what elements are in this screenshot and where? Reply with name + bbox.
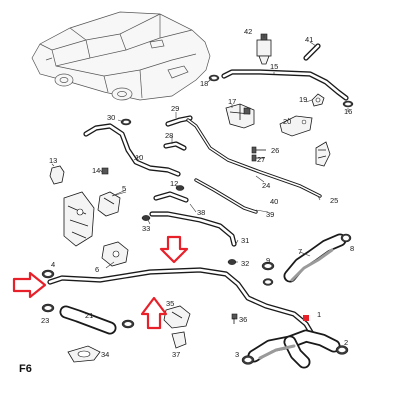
part-36-bolt bbox=[231, 313, 238, 324]
part-5-bracket bbox=[97, 191, 121, 217]
callout-15: 15 bbox=[270, 62, 278, 71]
callout-21: 21 bbox=[85, 311, 93, 320]
part-bracket-k bbox=[315, 141, 331, 167]
callout-labels: 42 41 15 18 16 19 17 20 29 28 30 27 26 1… bbox=[19, 27, 354, 375]
hose-31 bbox=[149, 211, 237, 247]
callout-35: 35 bbox=[166, 299, 174, 308]
callout-18: 18 bbox=[200, 79, 208, 88]
hose-10 bbox=[83, 123, 181, 177]
highlight-arrow-right bbox=[12, 271, 47, 299]
callout-37: 37 bbox=[172, 350, 180, 359]
callout-28: 28 bbox=[165, 131, 173, 140]
part-34-clip bbox=[67, 345, 101, 363]
hose-15 bbox=[221, 69, 349, 101]
clamp-16 bbox=[342, 100, 354, 108]
coolant-pipe-main bbox=[186, 118, 322, 198]
callout-5: 5 bbox=[122, 184, 126, 193]
part-27-bolt bbox=[251, 154, 264, 162]
clamp-19 bbox=[311, 93, 325, 107]
callout-3: 3 bbox=[235, 350, 239, 359]
callout-33: 33 bbox=[142, 224, 150, 233]
highlight-arrow-down bbox=[159, 235, 189, 264]
highlight-marker bbox=[303, 315, 309, 321]
callout-42: 42 bbox=[244, 27, 252, 36]
callout-30: 30 bbox=[107, 113, 115, 122]
callout-32: 32 bbox=[241, 259, 249, 268]
callout-34: 34 bbox=[101, 350, 109, 359]
callout-20: 20 bbox=[283, 117, 291, 126]
callout-8: 8 bbox=[350, 244, 354, 253]
callout-1: 1 bbox=[317, 310, 321, 319]
callout-40: 40 bbox=[270, 197, 278, 206]
clamp-23 bbox=[41, 303, 55, 313]
callout-36: 36 bbox=[239, 315, 247, 324]
callout-39: 39 bbox=[266, 210, 274, 219]
part-20-bracket bbox=[279, 115, 313, 137]
coolant-pipe-39 bbox=[194, 178, 258, 214]
callout-31: 31 bbox=[241, 236, 249, 245]
hose-29 bbox=[165, 115, 193, 127]
hose-38 bbox=[153, 191, 189, 203]
part-42-sealant-tube bbox=[256, 33, 272, 65]
part-37-bracket bbox=[171, 331, 187, 349]
leader-lines bbox=[51, 34, 349, 269]
clamp-33 bbox=[141, 215, 151, 221]
callout-25: 25 bbox=[330, 196, 338, 205]
part-14-bolt bbox=[101, 167, 109, 175]
callout-12: 12 bbox=[170, 179, 178, 188]
clamp-8 bbox=[261, 261, 275, 271]
part-6-bracket bbox=[101, 241, 129, 267]
hose-7 bbox=[283, 233, 352, 283]
callout-7: 7 bbox=[298, 247, 302, 256]
callout-17: 17 bbox=[228, 97, 236, 106]
callout-26: 26 bbox=[271, 146, 279, 155]
part-35-bracket bbox=[163, 305, 191, 329]
callout-16: 16 bbox=[344, 107, 352, 116]
callout-2: 2 bbox=[344, 338, 348, 347]
callout-4: 4 bbox=[51, 260, 55, 269]
callout-27: 27 bbox=[257, 155, 265, 164]
hose-41 bbox=[303, 43, 321, 61]
part-26-bolt bbox=[251, 146, 266, 154]
highlight-arrow-up bbox=[140, 296, 168, 330]
callout-9: 9 bbox=[266, 256, 270, 265]
hose-21 bbox=[59, 305, 117, 335]
hose-28 bbox=[163, 141, 187, 151]
clamp-12 bbox=[175, 185, 185, 191]
main-heater-hose bbox=[47, 267, 315, 337]
part-17-bracket bbox=[225, 103, 255, 129]
clamp-9 bbox=[262, 278, 274, 286]
clamp-18 bbox=[208, 74, 220, 82]
callout-38: 38 bbox=[197, 208, 205, 217]
clamp-4 bbox=[41, 269, 55, 279]
figure-label: F6 bbox=[19, 363, 32, 375]
callout-24: 24 bbox=[262, 181, 270, 190]
callout-14: 14 bbox=[92, 166, 100, 175]
part-13-bracket bbox=[49, 165, 65, 185]
hose-2-3-y-piece bbox=[241, 329, 349, 369]
callout-19: 19 bbox=[299, 95, 307, 104]
callout-23: 23 bbox=[41, 316, 49, 325]
vehicle-illustration bbox=[31, 11, 211, 101]
callout-10: 10 bbox=[135, 153, 143, 162]
clamp-22 bbox=[121, 319, 135, 329]
engine-block-section bbox=[63, 191, 95, 247]
callout-29: 29 bbox=[171, 104, 179, 113]
callout-13: 13 bbox=[49, 156, 57, 165]
callout-6: 6 bbox=[95, 265, 99, 274]
part-30-clamp bbox=[120, 118, 132, 126]
callout-41: 41 bbox=[305, 35, 313, 44]
